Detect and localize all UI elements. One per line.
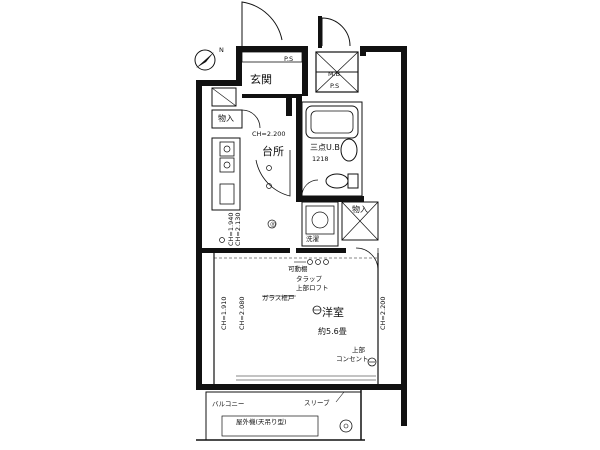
svg-text:◎: ◎ bbox=[270, 220, 276, 228]
ch-side-1: CH=1.940 bbox=[227, 213, 235, 246]
storage-right: 物入 bbox=[341, 201, 379, 271]
side-ch-labels: CH=1.940 CH=2.130 bbox=[219, 213, 242, 246]
entrance-label: 玄関 bbox=[250, 72, 272, 86]
mb-label: M.B bbox=[328, 70, 340, 78]
compass-icon: N bbox=[194, 46, 224, 71]
ps-bottom-label: P.S bbox=[330, 82, 339, 90]
glass-door-label: ガラス框戸 bbox=[262, 293, 295, 302]
outlet-top-label: 上部 bbox=[352, 345, 366, 354]
western-room: CH=1.910 CH=2.080 CH=2.200 洋室 約5.6畳 可動棚 … bbox=[214, 257, 387, 381]
meter-box: M.B P.S bbox=[315, 51, 359, 93]
ch-room-3: CH=2.200 bbox=[379, 297, 387, 330]
upper-loft-label: 上部ロフト bbox=[296, 283, 329, 292]
ch-kitchen-label: CH=2.200 bbox=[252, 130, 285, 138]
western-room-label: 洋室 bbox=[322, 305, 344, 319]
ch-side-2: CH=2.130 bbox=[234, 213, 242, 246]
laundry-label: 洗濯 bbox=[306, 234, 320, 243]
movable-shelf-label: 可動棚 bbox=[288, 264, 308, 273]
svg-text:N: N bbox=[219, 46, 224, 54]
ch-room-2: CH=2.080 bbox=[238, 297, 246, 330]
partition bbox=[202, 248, 379, 384]
bathtub-icon bbox=[305, 105, 359, 139]
entrance: P.S 玄関 bbox=[241, 51, 303, 116]
storage-right-label: 物入 bbox=[352, 204, 368, 214]
ch-room-1: CH=1.910 bbox=[220, 297, 228, 330]
toilet-icon bbox=[325, 173, 359, 189]
balcony: バルコニー スリーブ 屋外機(天吊り型) bbox=[212, 391, 353, 437]
ps-top-label: P.S bbox=[284, 55, 293, 63]
storage-left: 物入 bbox=[211, 87, 261, 129]
sleeve-label: スリーブ bbox=[304, 398, 330, 407]
bath-label: 三点U.B bbox=[310, 143, 340, 152]
balcony-label: バルコニー bbox=[212, 400, 244, 408]
kitchen-label: 台所 bbox=[262, 144, 284, 158]
storage-left-label: 物入 bbox=[218, 113, 234, 123]
bath-size-label: 1218 bbox=[312, 155, 329, 163]
sink-icon bbox=[219, 183, 235, 205]
outlet-icon bbox=[367, 357, 377, 367]
ladder-label: タラップ bbox=[296, 274, 323, 283]
bath: 三点U.B 1218 bbox=[296, 96, 364, 202]
outdoor-unit-label: 屋外機(天吊り型) bbox=[236, 417, 287, 426]
washer-icon: 洗濯 bbox=[301, 201, 339, 247]
kitchen: CH=2.200 台所 ◎ bbox=[211, 130, 291, 229]
outlet-label: コンセント bbox=[336, 355, 369, 363]
door-swing-icon bbox=[241, 1, 351, 50]
western-room-size: 約5.6畳 bbox=[318, 326, 347, 336]
outer-walls bbox=[196, 46, 407, 441]
